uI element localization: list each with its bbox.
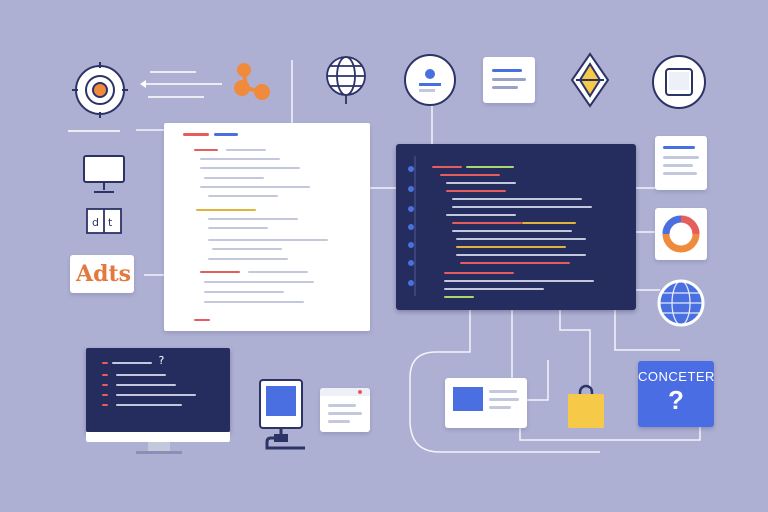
monitor-icon	[80, 152, 128, 196]
image-preview-card	[445, 378, 527, 428]
svg-text:d: d	[92, 216, 99, 229]
share-icon	[232, 62, 270, 100]
terminal-symbol: ?	[158, 354, 165, 367]
kiosk-icon	[256, 378, 318, 452]
terminal-monitor: ?	[86, 348, 230, 442]
pie-chart-icon	[655, 208, 707, 260]
code-editor-light	[164, 123, 370, 331]
ads-badge-label: Adts	[76, 261, 131, 287]
globe-wire-icon	[322, 54, 370, 106]
concept-card[interactable]: CONCETER ?	[638, 361, 714, 427]
monitor-base	[136, 451, 182, 454]
gear-icon	[68, 58, 132, 122]
doc-list-icon	[655, 136, 707, 190]
tablet-icon	[652, 55, 706, 109]
folder-lock-icon	[566, 380, 606, 430]
code-editor-dark	[396, 144, 636, 310]
monitor-stand	[148, 442, 170, 452]
ads-badge[interactable]: Adts	[70, 255, 134, 293]
concept-card-label: CONCETER	[638, 369, 715, 384]
concept-card-symbol: ?	[668, 385, 684, 415]
profile-icon	[404, 54, 456, 106]
split-window-icon: d t	[86, 208, 122, 234]
browser-window-icon	[320, 388, 370, 432]
document-icon	[483, 57, 535, 103]
svg-text:t: t	[108, 216, 113, 229]
shield-badge-icon	[568, 52, 612, 108]
globe-icon	[656, 278, 706, 328]
